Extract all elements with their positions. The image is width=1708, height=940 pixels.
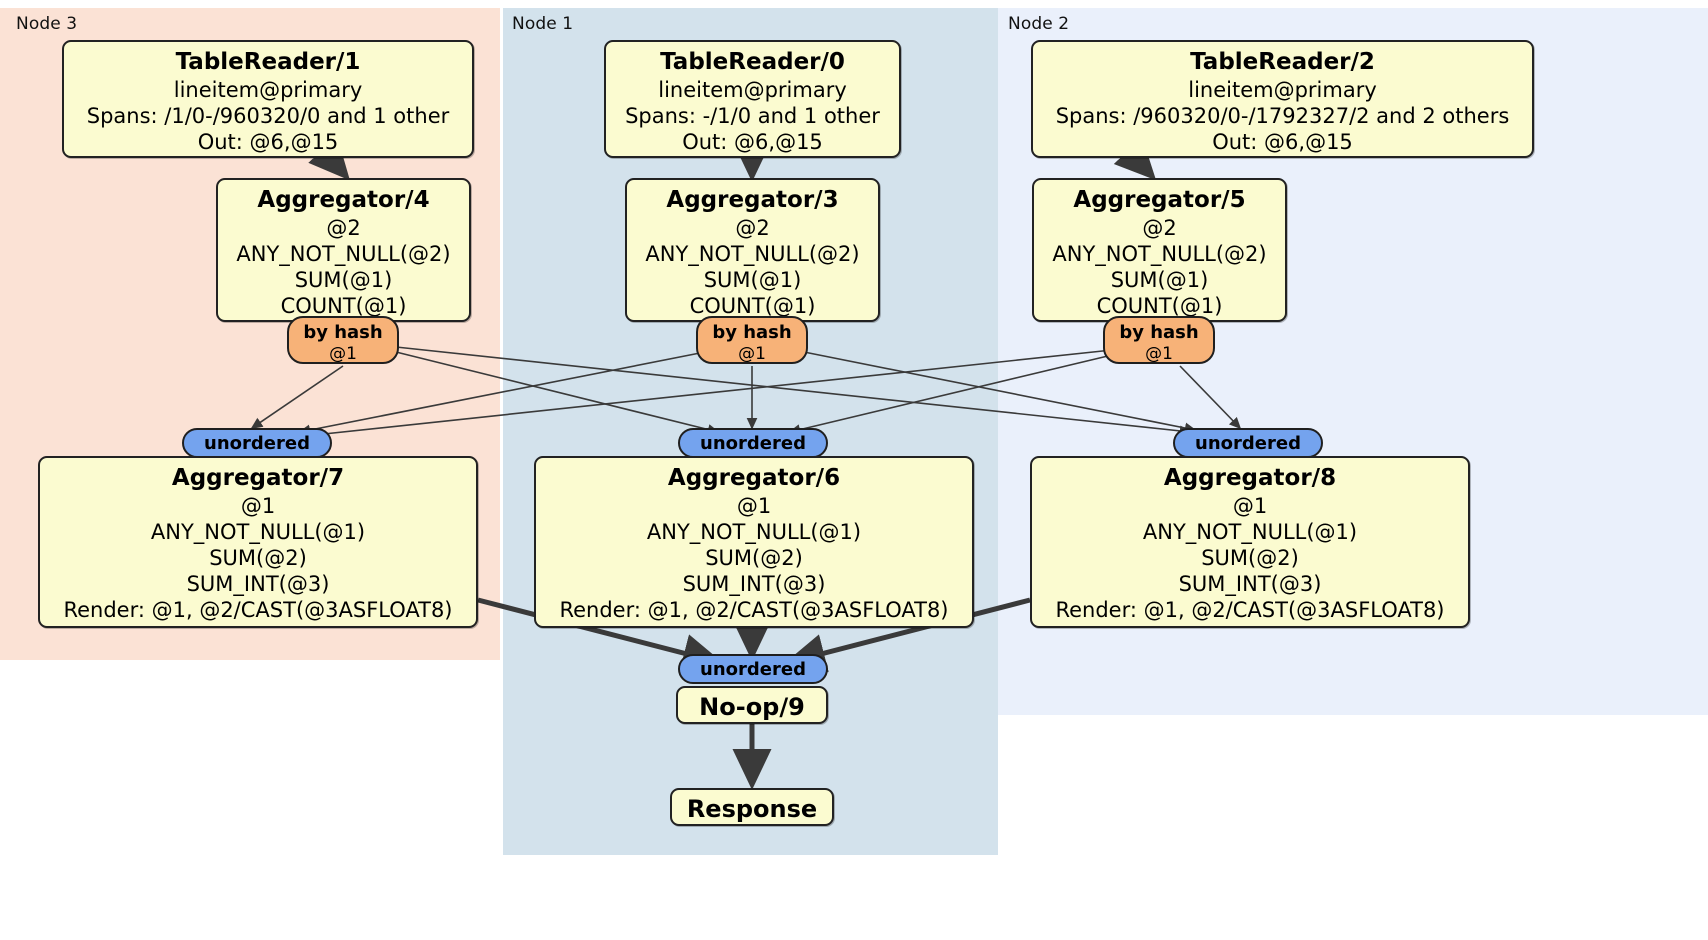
processor-response[interactable]: Response [670,788,834,826]
synchronizer-unordered-final[interactable]: unordered [678,654,828,684]
router-label: by hash [712,322,792,343]
processor-line: Out: @6,@15 [682,130,823,154]
processor-line: COUNT(@1) [689,294,816,318]
router-label: by hash [1119,322,1199,343]
processor-title: No-op/9 [699,693,805,721]
processor-title: Aggregator/7 [171,465,345,491]
processor-line: SUM(@1) [294,268,393,292]
processor-line: Out: @6,@15 [1212,130,1353,154]
processor-line: @2 [735,216,770,240]
processor-line: @2 [326,216,361,240]
processor-render-line: Render: @1, @2/CAST(@3ASFLOAT8) [559,598,949,622]
processor-title: TableReader/2 [1190,49,1375,75]
processor-line: SUM_INT(@3) [682,572,826,596]
processor-line: @1 [240,494,276,518]
processor-line: Out: @6,@15 [197,130,339,154]
processor-line: ANY_NOT_NULL(@1) [150,520,366,544]
processor-line: @2 [1142,216,1177,240]
processor-aggregator-3[interactable]: Aggregator/3 @2 ANY_NOT_NULL(@2) SUM(@1)… [625,178,880,322]
processor-line: @1 [736,494,772,518]
processor-line: lineitem@primary [658,78,847,102]
processor-tablereader-0[interactable]: TableReader/0 lineitem@primary Spans: -/… [604,40,901,158]
synchronizer-unordered-right[interactable]: unordered [1173,428,1323,458]
synchronizer-label: unordered [700,433,806,454]
node-label-node2: Node 2 [1008,14,1070,34]
processor-tablereader-2[interactable]: TableReader/2 lineitem@primary Spans: /9… [1031,40,1534,158]
processor-line: ANY_NOT_NULL(@2) [236,242,451,266]
node-label-node3: Node 3 [16,14,78,34]
processor-title: TableReader/1 [175,49,361,75]
synchronizer-label: unordered [700,659,806,680]
processor-line: COUNT(@1) [1096,294,1223,318]
processor-line: Spans: /1/0-/960320/0 and 1 other [86,104,450,128]
processor-render-line: Render: @1, @2/CAST(@3ASFLOAT8) [63,598,453,622]
node-label-node1: Node 1 [512,14,574,34]
processor-line: lineitem@primary [1188,78,1377,102]
processor-title: Response [686,795,818,823]
processor-title: Aggregator/5 [1073,187,1246,213]
processor-line: ANY_NOT_NULL(@2) [1052,242,1267,266]
processor-line: SUM_INT(@3) [186,572,330,596]
processor-line: @1 [1232,494,1268,518]
synchronizer-unordered-left[interactable]: unordered [182,428,332,458]
processor-aggregator-8[interactable]: Aggregator/8 @1 ANY_NOT_NULL(@1) SUM(@2)… [1030,456,1470,628]
processor-line: COUNT(@1) [280,294,407,318]
processor-title: Aggregator/6 [667,465,841,491]
synchronizer-label: unordered [204,433,310,454]
processor-noop-9[interactable]: No-op/9 [676,686,828,724]
router-label: by hash [303,322,383,343]
processor-line: ANY_NOT_NULL(@2) [645,242,860,266]
processor-tablereader-1[interactable]: TableReader/1 lineitem@primary Spans: /1… [62,40,474,158]
processor-line: Spans: -/1/0 and 1 other [625,104,880,128]
processor-title: Aggregator/4 [257,187,430,213]
processor-line: SUM(@1) [703,268,802,292]
processor-line: SUM_INT(@3) [1178,572,1322,596]
processor-title: Aggregator/8 [1163,465,1337,491]
router-column: @1 [1145,344,1173,364]
processor-line: ANY_NOT_NULL(@1) [646,520,862,544]
processor-line: SUM(@2) [705,546,803,570]
synchronizer-unordered-mid[interactable]: unordered [678,428,828,458]
processor-line: ANY_NOT_NULL(@1) [1142,520,1358,544]
processor-title: Aggregator/3 [666,187,839,213]
processor-line: SUM(@1) [1110,268,1209,292]
router-column: @1 [329,344,357,364]
processor-render-line: Render: @1, @2/CAST(@3ASFLOAT8) [1055,598,1445,622]
processor-aggregator-5[interactable]: Aggregator/5 @2 ANY_NOT_NULL(@2) SUM(@1)… [1032,178,1287,322]
synchronizer-label: unordered [1195,433,1301,454]
router-column: @1 [738,344,766,364]
router-by-hash-mid[interactable]: by hash @1 [696,316,808,364]
processor-aggregator-7[interactable]: Aggregator/7 @1 ANY_NOT_NULL(@1) SUM(@2)… [38,456,478,628]
processor-aggregator-4[interactable]: Aggregator/4 @2 ANY_NOT_NULL(@2) SUM(@1)… [216,178,471,322]
processor-aggregator-6[interactable]: Aggregator/6 @1 ANY_NOT_NULL(@1) SUM(@2)… [534,456,974,628]
processor-line: SUM(@2) [209,546,307,570]
router-by-hash-right[interactable]: by hash @1 [1103,316,1215,364]
processor-title: TableReader/0 [660,49,845,75]
processor-line: lineitem@primary [173,78,363,102]
router-by-hash-left[interactable]: by hash @1 [287,316,399,364]
processor-line: SUM(@2) [1201,546,1299,570]
processor-line: Spans: /960320/0-/1792327/2 and 2 others [1055,104,1510,128]
